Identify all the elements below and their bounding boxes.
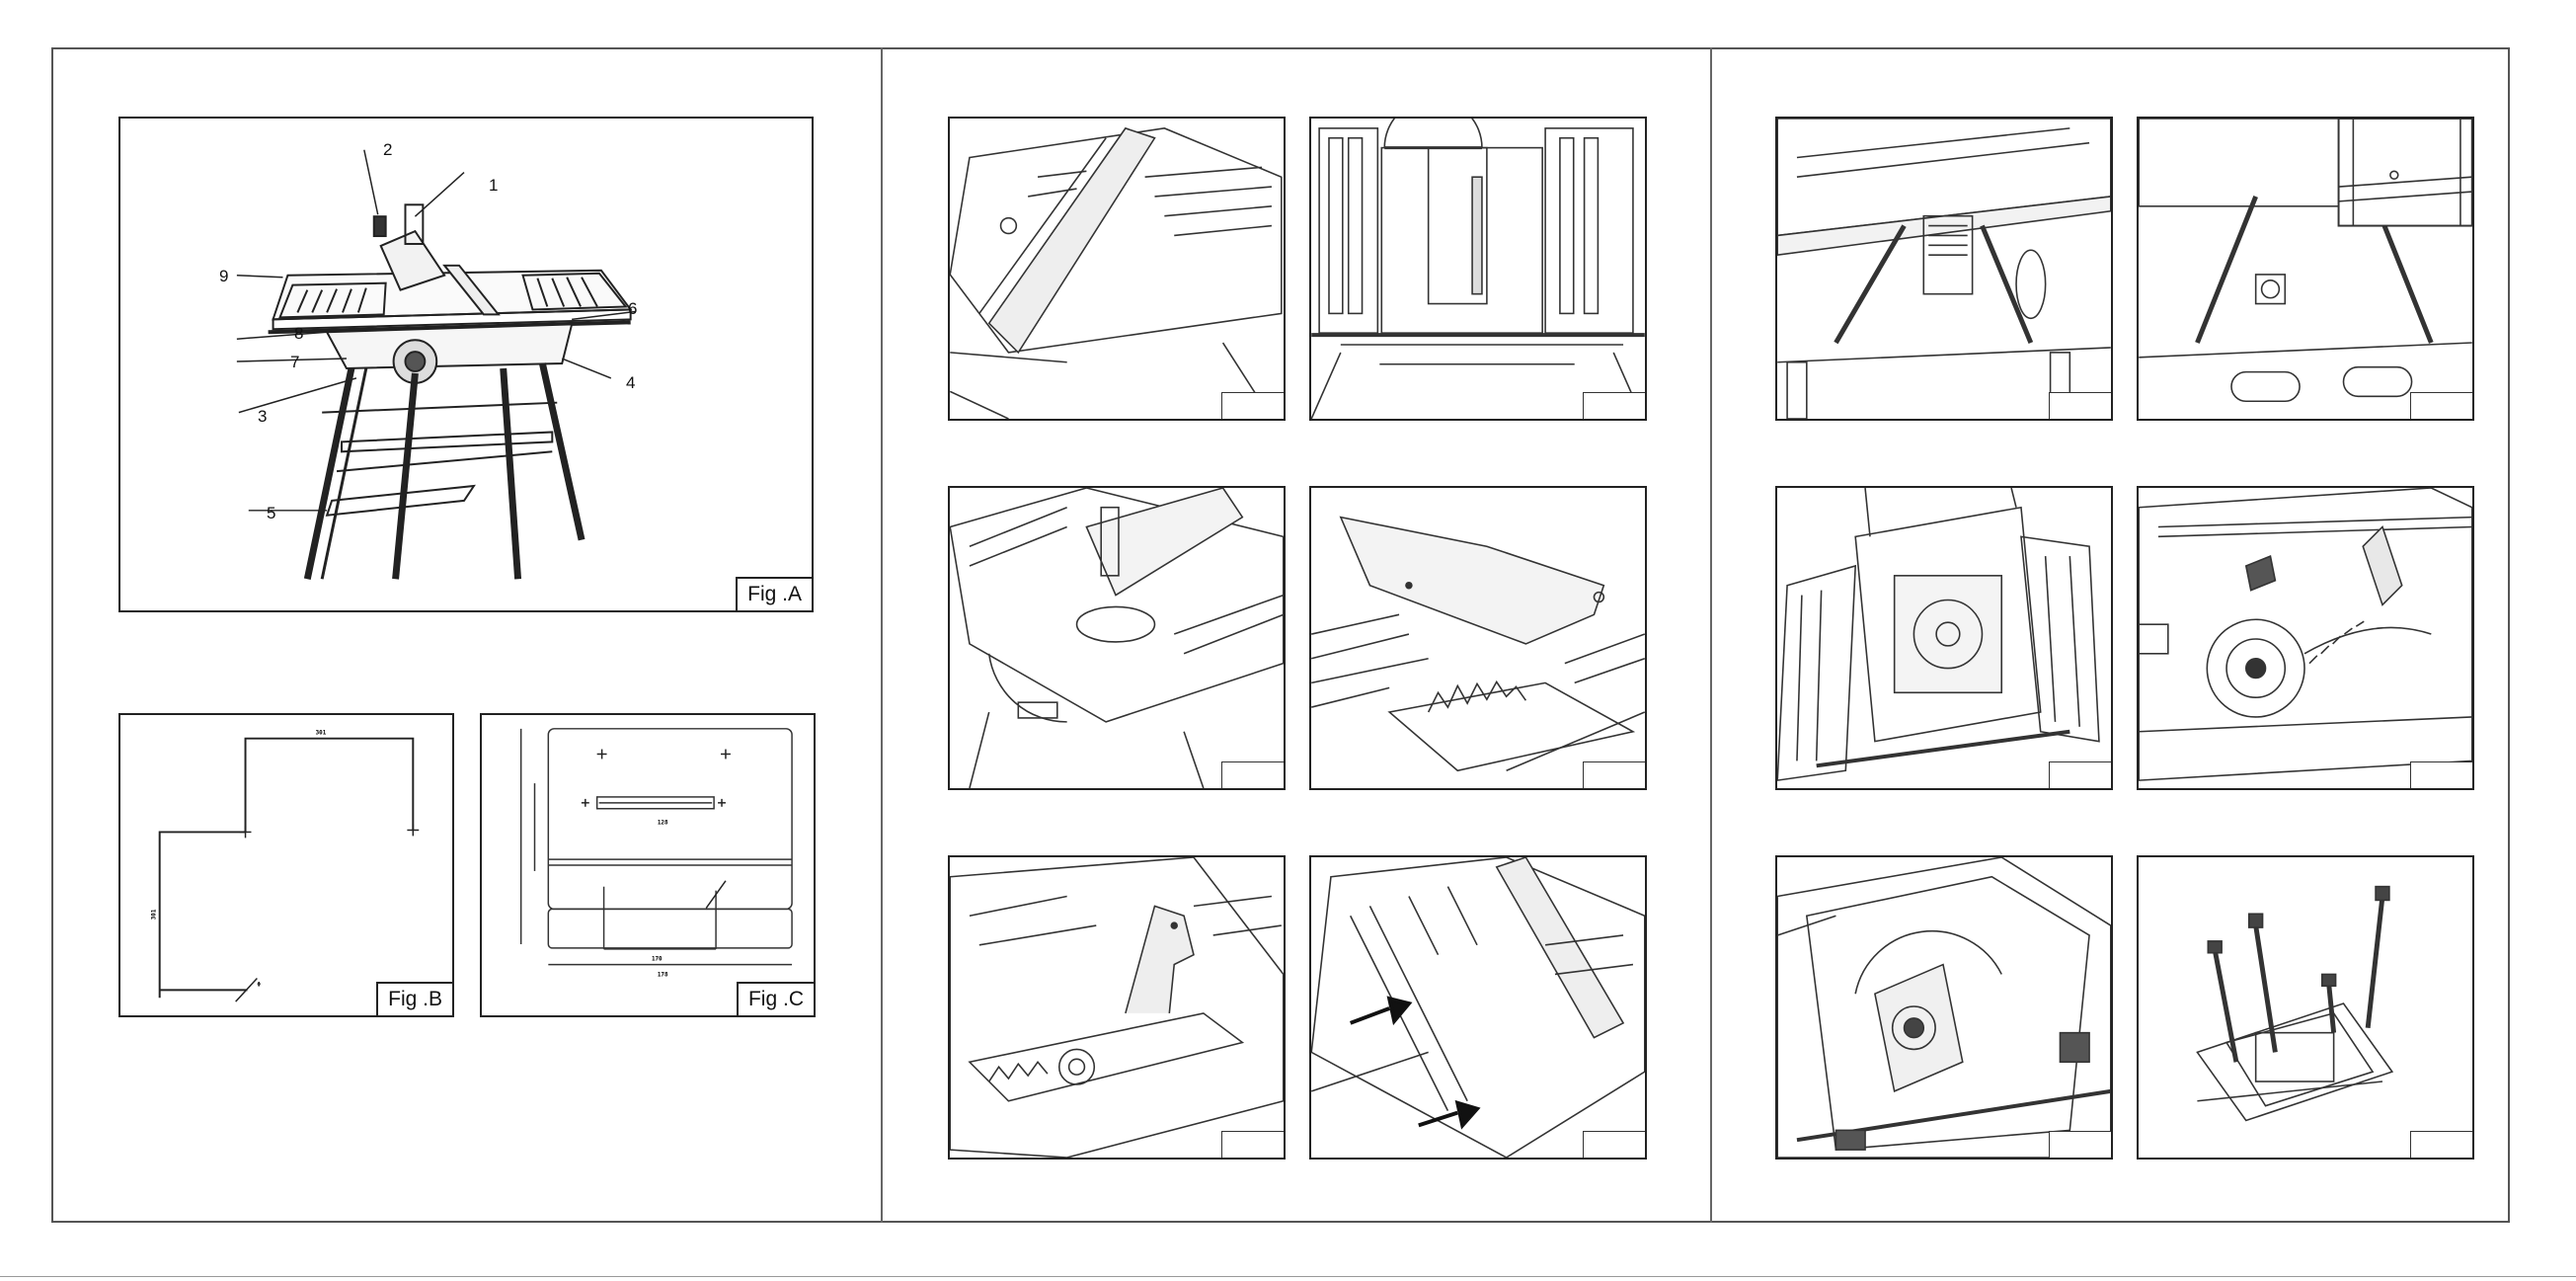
callout-4: 4 [626, 373, 635, 393]
step-number-box [2410, 392, 2472, 419]
callout-9: 9 [219, 267, 228, 286]
callout-7: 7 [290, 353, 299, 372]
step-number-box [2410, 761, 2472, 788]
callout-6: 6 [628, 299, 637, 319]
bottom-rule [0, 1276, 2576, 1277]
step-image-blade-guard [948, 486, 1286, 790]
step-number-box [2049, 1131, 2111, 1158]
table-saw-drawing [120, 119, 812, 610]
step-number-box [2049, 392, 2111, 419]
page-divider-1 [881, 47, 883, 1223]
step-number-box [2410, 1131, 2472, 1158]
figure-a-label: Fig .A [736, 577, 812, 610]
callout-2: 2 [383, 140, 392, 160]
step-image-table-extension [1309, 855, 1647, 1160]
step-image-leg-braces [1775, 117, 2113, 421]
mounting-template-drawing: 301 301 Φ [120, 715, 452, 1015]
fig-b-dim-mark: Φ [257, 982, 261, 988]
figure-c-label: Fig .C [737, 982, 814, 1015]
figure-c-insert-plate-template: 128 170 178 Fig .C [480, 713, 816, 1017]
fig-b-dim-left: 301 [152, 909, 158, 920]
callout-3: 3 [258, 407, 267, 427]
step-number-box [2049, 761, 2111, 788]
step-image-guard-closeup [1309, 486, 1647, 790]
step-image-motor-housing [1775, 855, 2113, 1160]
step-number-box [1583, 761, 1645, 788]
step-image-underside-assembly [1775, 486, 2113, 790]
insert-plate-drawing: 128 170 178 [482, 715, 814, 1015]
callout-5: 5 [267, 504, 275, 523]
step-number-box [1583, 1131, 1645, 1158]
callout-1: 1 [489, 176, 498, 196]
step-number-box [1221, 1131, 1284, 1158]
page-divider-2 [1710, 47, 1712, 1223]
step-image-stand-upside-down [2137, 855, 2474, 1160]
figure-b-mounting-template: 301 301 Φ Fig .B [118, 713, 454, 1017]
figure-a-table-saw-overview: 1 2 3 4 5 6 7 8 9 Fig .A [118, 117, 814, 612]
step-number-box [1221, 392, 1284, 419]
callout-8: 8 [294, 324, 303, 344]
fig-c-dim-a: 178 [658, 973, 668, 979]
fig-b-dim-top: 301 [316, 731, 327, 737]
step-image-fence-mounting [948, 117, 1286, 421]
step-image-miter-gauge-top-view [1309, 117, 1647, 421]
step-image-handwheel-closeup [2137, 486, 2474, 790]
figure-b-label: Fig .B [376, 982, 452, 1015]
step-image-brace-detail [2137, 117, 2474, 421]
fig-c-dim-b: 170 [652, 957, 663, 963]
step-number-box [1221, 761, 1284, 788]
step-number-box [1583, 392, 1645, 419]
step-image-riving-knife [948, 855, 1286, 1160]
fig-c-dim-c: 128 [658, 821, 668, 827]
